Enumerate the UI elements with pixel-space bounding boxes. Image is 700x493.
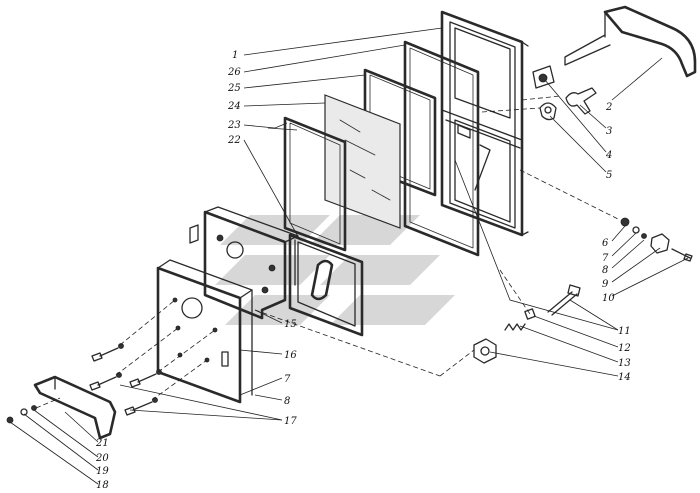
label-19: 19 xyxy=(96,466,109,477)
label-14: 14 xyxy=(618,372,631,383)
label-24: 24 xyxy=(227,101,241,112)
leader-lines xyxy=(9,27,689,485)
assembly-lines xyxy=(35,95,621,409)
clip xyxy=(539,102,557,121)
label-8-right: 8 xyxy=(602,265,608,276)
front-seal xyxy=(283,116,347,252)
bottom-handle xyxy=(33,375,117,440)
label-2: 2 xyxy=(605,102,612,113)
label-23: 23 xyxy=(227,120,241,131)
label-15: 15 xyxy=(284,319,297,330)
latch-key xyxy=(565,87,597,115)
label-4: 4 xyxy=(605,150,612,161)
label-3: 3 xyxy=(606,126,612,137)
hinge-bracket xyxy=(189,206,299,320)
long-bolt xyxy=(547,284,581,316)
label-17: 17 xyxy=(284,416,297,427)
label-6: 6 xyxy=(602,238,609,249)
glass-pane xyxy=(324,94,401,229)
outer-seal xyxy=(403,40,480,257)
label-9: 9 xyxy=(602,279,609,290)
handle xyxy=(564,5,697,78)
watermark-logo xyxy=(215,215,455,325)
label-26: 26 xyxy=(227,67,241,78)
label-12: 12 xyxy=(618,343,631,354)
label-1: 1 xyxy=(232,50,238,61)
label-10: 10 xyxy=(602,293,615,304)
inner-frame xyxy=(288,233,364,337)
label-8-center: 8 xyxy=(284,396,290,407)
label-7-right: 7 xyxy=(602,253,609,264)
label-7-center: 7 xyxy=(284,374,291,385)
label-18: 18 xyxy=(96,480,109,491)
label-21: 21 xyxy=(95,438,109,449)
nut xyxy=(473,338,497,364)
lock-plate xyxy=(532,65,555,89)
bolts-left xyxy=(89,343,162,416)
label-5: 5 xyxy=(606,170,612,181)
label-20: 20 xyxy=(95,453,109,464)
label-25: 25 xyxy=(227,83,241,94)
label-13: 13 xyxy=(618,358,631,369)
label-16: 16 xyxy=(284,350,297,361)
screw-assembly xyxy=(620,217,693,262)
spring-pin xyxy=(504,308,536,331)
door-frame xyxy=(440,10,529,237)
label-22: 22 xyxy=(227,135,241,146)
label-11: 11 xyxy=(618,326,631,337)
screw-stack-left xyxy=(6,405,37,424)
